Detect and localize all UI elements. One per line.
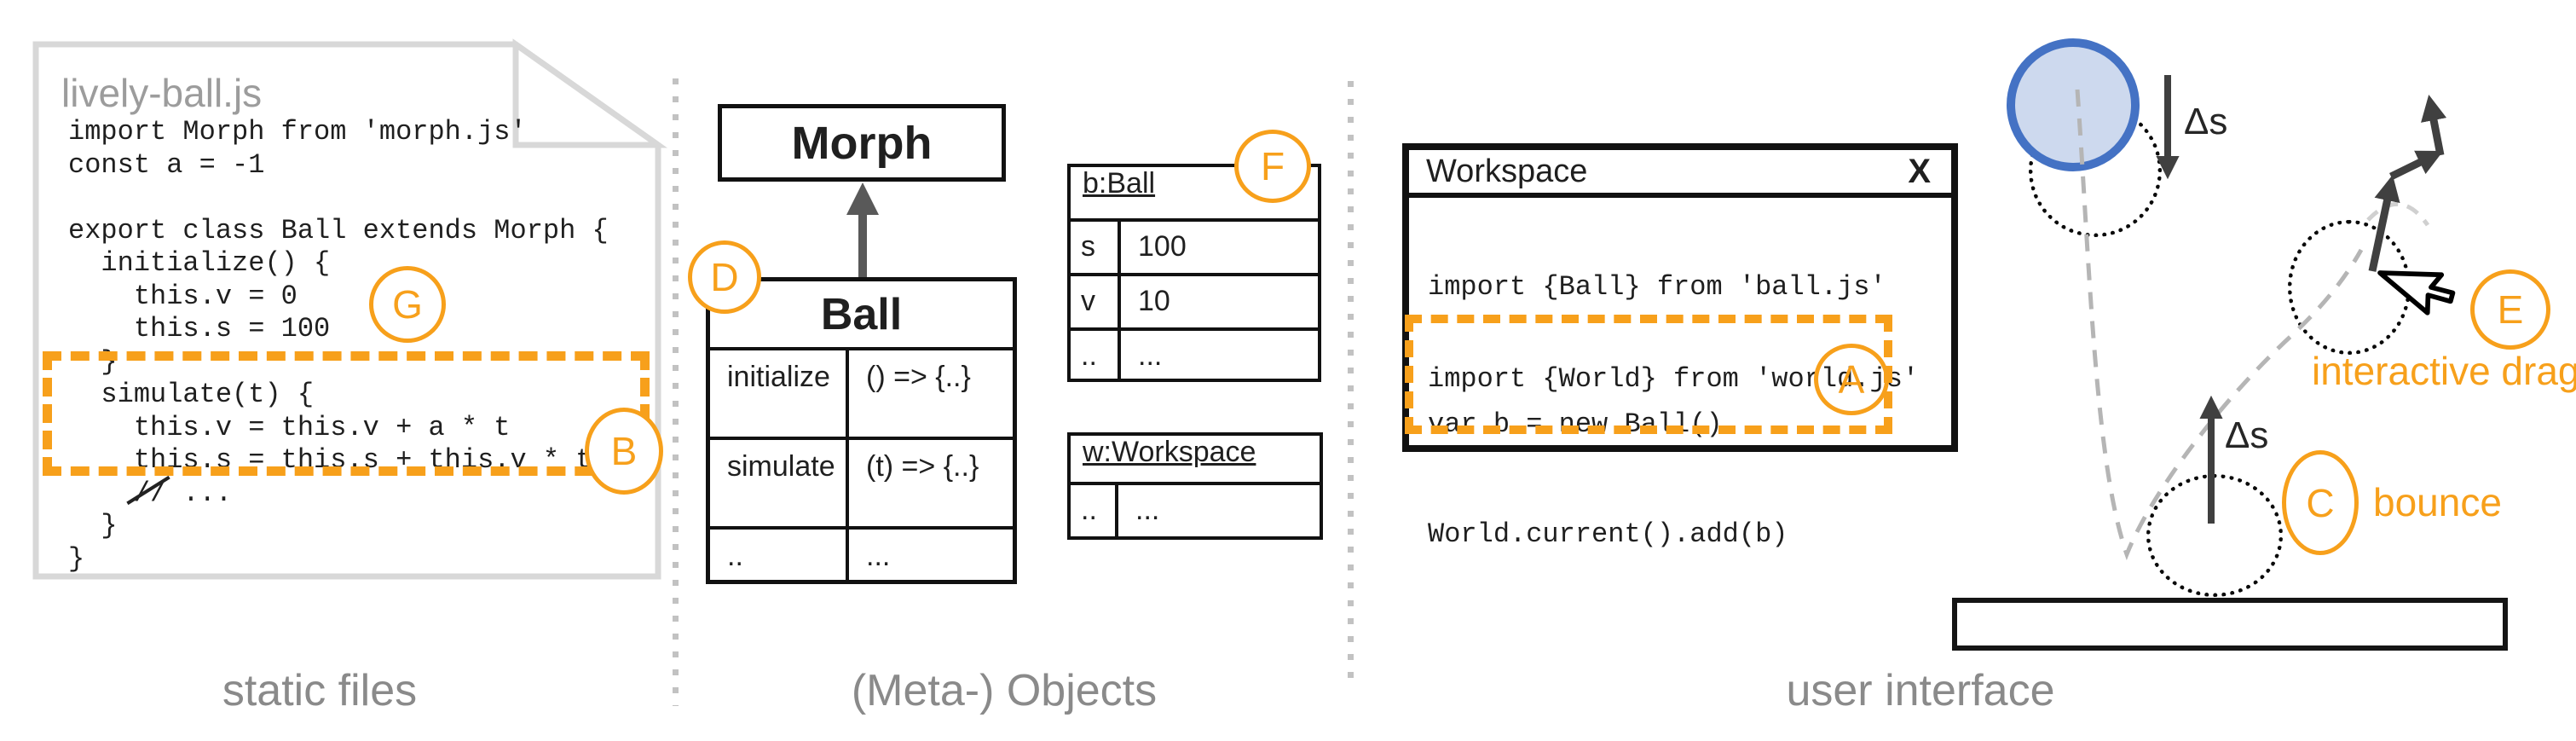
file-code-block: import Morph from 'morph.js' const a = -…: [68, 116, 609, 576]
delta-s-label-top: Δs: [2184, 101, 2228, 142]
code-line: this.v = this.v + a * t: [68, 411, 511, 443]
slot-value: ...: [1135, 494, 1160, 526]
window-title: Workspace: [1426, 153, 1588, 189]
ball-morph[interactable]: [2007, 38, 2140, 171]
code-line: }: [68, 510, 118, 541]
annotation-badge-g: G: [369, 266, 446, 343]
slot-name: ..: [1071, 331, 1121, 382]
code-line: this.v = 0: [68, 280, 297, 312]
close-button[interactable]: X: [1908, 152, 1931, 190]
slot-name: v: [1071, 276, 1121, 327]
instance-title: w:Workspace: [1083, 436, 1256, 468]
instance-table-b-ball: b:Ball s 100 v 10 .. ...: [1067, 164, 1321, 382]
file-name: lively-ball.js: [61, 71, 263, 115]
code-line: simulate(t) {: [68, 379, 315, 410]
method-name: initialize: [710, 350, 849, 437]
code-line: export class Ball extends Morph {: [68, 214, 609, 246]
annotation-badge-f: F: [1234, 130, 1311, 203]
method-value: () => {..}: [866, 361, 971, 393]
code-line: // ...: [68, 477, 233, 509]
section-label-meta-objects: (Meta-) Objects: [851, 666, 1158, 715]
annotation-badge-d: D: [688, 240, 761, 314]
code-line: initialize() {: [68, 247, 331, 279]
annotation-badge-a: A: [1814, 344, 1889, 415]
slot-value: 100: [1138, 230, 1187, 263]
ghost-ball-position-bounce: [2146, 474, 2283, 597]
annotation-badge-c: C: [2282, 450, 2359, 555]
method-name: simulate: [710, 440, 849, 526]
slot-value: 10: [1138, 285, 1170, 317]
class-table-ball: Ball initialize () => {..} simulate (t) …: [706, 277, 1017, 584]
workspace-eval-code[interactable]: var b = new Ball() World.current().add(b…: [1428, 408, 1788, 550]
slot-name: ..: [1071, 485, 1118, 536]
ground-morph: [1952, 598, 2508, 651]
slot-name: s: [1071, 222, 1121, 273]
annotation-badge-b: B: [585, 408, 663, 495]
ghost-ball-position-drag: [2288, 220, 2411, 355]
method-value: (t) => {..}: [866, 450, 979, 483]
delta-s-label-bounce: Δs: [2225, 414, 2269, 456]
code-line: const a = -1: [68, 148, 265, 181]
method-value: ...: [866, 540, 891, 572]
code-line: }: [68, 542, 85, 575]
annotation-badge-e: E: [2470, 269, 2550, 350]
instance-title: b:Ball: [1083, 167, 1156, 200]
method-name: ..: [710, 530, 849, 581]
highlight-box-b: [43, 351, 650, 476]
workspace-title-bar[interactable]: Workspace X: [1409, 150, 1951, 198]
trajectory-continuation-arc: [2366, 202, 2430, 227]
section-label-static-files: static files: [222, 666, 418, 715]
section-divider: [673, 78, 679, 706]
slot-value: ...: [1138, 339, 1163, 372]
section-label-user-interface: user interface: [1786, 666, 2055, 715]
code-line: this.s = 100: [68, 313, 331, 344]
instance-table-w-workspace: w:Workspace .. ...: [1067, 432, 1323, 540]
drag-label: interactive drag: [2312, 349, 2576, 393]
code-line: import Morph from 'morph.js': [68, 116, 527, 148]
section-divider: [1348, 81, 1354, 683]
code-line: [68, 182, 609, 215]
inheritance-arrow-icon: [846, 182, 879, 277]
class-table-title: Ball: [820, 289, 903, 339]
bounce-label: bounce: [2373, 480, 2502, 524]
class-box-morph: Morph: [718, 104, 1006, 182]
